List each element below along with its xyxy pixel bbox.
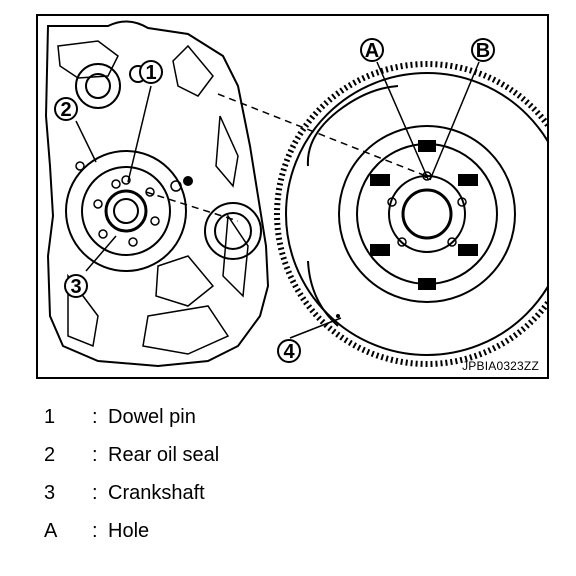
svg-text:3: 3 — [70, 276, 81, 298]
legend-description: Rear oil seal — [108, 444, 220, 466]
crankshaft-assembly — [65, 150, 187, 272]
illustration: 1 2 3 4 A B — [44, 20, 547, 368]
callout-2: 2 — [54, 97, 78, 121]
legend-key: A — [44, 520, 58, 542]
legend-separator: : — [92, 444, 98, 466]
legend-separator: : — [92, 520, 98, 542]
svg-text:2: 2 — [60, 99, 71, 121]
callout-a: A — [360, 38, 384, 62]
callout-1: 1 — [139, 60, 163, 84]
legend-key: 1 — [44, 406, 56, 428]
diagram-frame: 1 2 3 4 A B JPBIA0323ZZ — [36, 14, 549, 379]
callout-b: B — [471, 38, 495, 62]
legend-description: Dowel pin — [108, 406, 196, 428]
alignment-lines — [145, 93, 427, 222]
svg-text:A: A — [365, 40, 379, 62]
leader-lines — [75, 61, 480, 339]
svg-text:B: B — [476, 40, 490, 62]
callout-3: 3 — [64, 274, 88, 298]
legend-separator: : — [92, 482, 98, 504]
figure-code: JPBIA0323ZZ — [462, 359, 539, 373]
svg-text:4: 4 — [283, 341, 295, 363]
svg-text:1: 1 — [145, 62, 156, 84]
legend-description: Crankshaft — [108, 482, 205, 504]
legend-description: Hole — [108, 520, 150, 542]
drive-plate — [274, 61, 547, 367]
legend-key: 2 — [44, 444, 56, 466]
legend-key: 3 — [44, 482, 56, 504]
callout-4: 4 — [277, 339, 301, 363]
legend-separator: : — [92, 406, 98, 428]
